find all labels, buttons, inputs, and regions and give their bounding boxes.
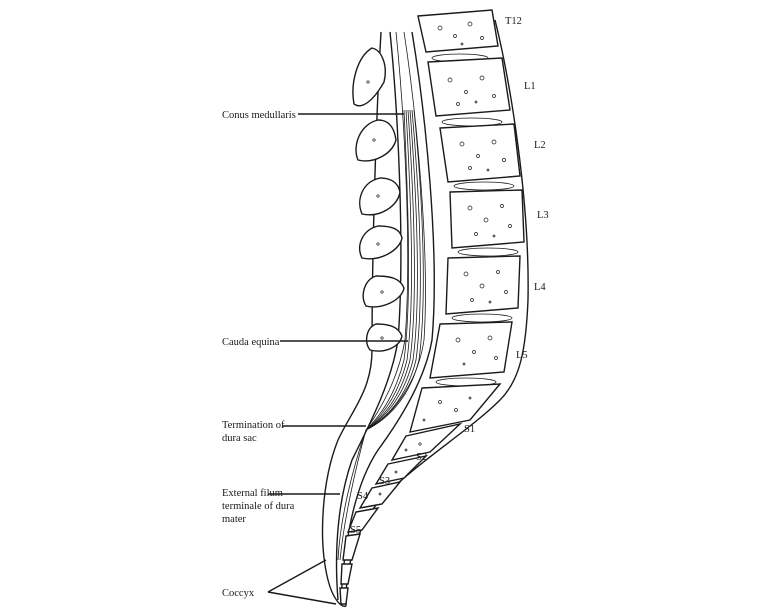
- label-external-line3: mater: [222, 514, 246, 525]
- label-external-line2: terminale of dura: [222, 501, 295, 512]
- label-l3: L3: [537, 210, 549, 221]
- label-s4: S4: [357, 491, 369, 502]
- spinous-process-1: [352, 47, 386, 107]
- vertebra-l5-body: [429, 321, 513, 379]
- leader-lines: [267, 113, 408, 605]
- dura-posterior: [365, 31, 409, 431]
- spinous-process-3: [359, 177, 401, 216]
- label-external-line1: External filum: [222, 488, 283, 499]
- spinous-process-6: [365, 323, 403, 352]
- vertebra-labels: T12 L1 L2 L3 L4 L5 S1 S2 S3 S4 S5: [350, 16, 549, 536]
- label-l1: L1: [524, 81, 536, 92]
- spinous-process-5: [362, 275, 405, 308]
- label-t12: T12: [505, 16, 522, 27]
- label-cauda-equina: Cauda equina: [222, 337, 280, 348]
- label-s1: S1: [464, 424, 475, 435]
- label-l2: L2: [534, 140, 546, 151]
- sacrum-s2: [390, 422, 463, 462]
- vertebra-l4-body: [445, 255, 521, 315]
- canal-posterior-wall: [335, 31, 402, 601]
- leader-coccyx-a: [267, 559, 327, 593]
- vertebra-l3-body: [449, 189, 525, 249]
- label-s2: S2: [416, 452, 427, 463]
- sacrum-s1: [409, 383, 502, 433]
- bone-texture: [366, 21, 512, 496]
- spinous-process-4: [359, 225, 403, 260]
- label-termination-line2: dura sac: [222, 433, 257, 444]
- vertebra-l2-body: [439, 123, 521, 183]
- canal-anterior-wall: [340, 31, 435, 601]
- cauda-equina-fibres: [337, 109, 424, 561]
- label-l4: L4: [534, 282, 546, 293]
- coccyx-segments: [342, 533, 361, 561]
- label-coccyx: Coccyx: [222, 588, 255, 599]
- dura-anterior: [365, 31, 426, 431]
- label-s3: S3: [379, 476, 390, 487]
- sacrum-s5: [346, 506, 380, 533]
- annotation-labels: Conus medullaris Cauda equina Terminatio…: [222, 110, 296, 599]
- label-conus-medullaris: Conus medullaris: [222, 110, 296, 121]
- label-s5: S5: [350, 525, 361, 536]
- posterior-outline: [321, 31, 382, 607]
- vertebra-t12-body: [417, 9, 499, 53]
- vertebra-l1-body: [427, 57, 511, 117]
- spinous-processes: [352, 47, 405, 352]
- label-termination-line1: Termination of: [222, 420, 285, 431]
- sacrum-s3: [374, 454, 429, 486]
- spinous-process-2: [355, 119, 397, 162]
- vertebral-bodies: [339, 9, 525, 605]
- label-l5: L5: [516, 350, 528, 361]
- leader-coccyx-b: [267, 591, 337, 605]
